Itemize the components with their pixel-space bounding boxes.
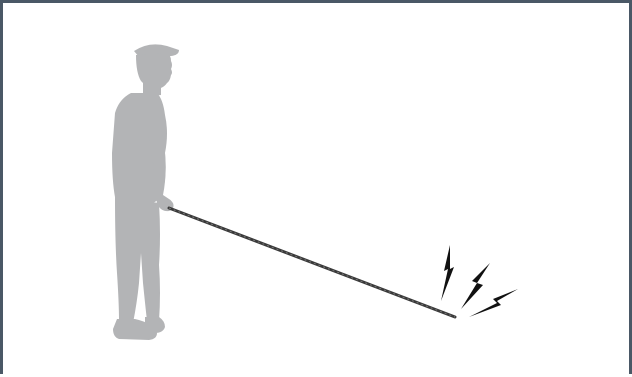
standing-person-icon (112, 44, 179, 340)
front-foot (145, 317, 165, 333)
diagram-canvas (3, 3, 632, 377)
ear (148, 64, 156, 76)
spark-left (441, 245, 454, 301)
pole-icon (169, 208, 455, 317)
spark-right (469, 289, 518, 317)
legs (115, 197, 160, 323)
spark-middle (461, 263, 490, 309)
electric-spark-icon (441, 245, 518, 317)
